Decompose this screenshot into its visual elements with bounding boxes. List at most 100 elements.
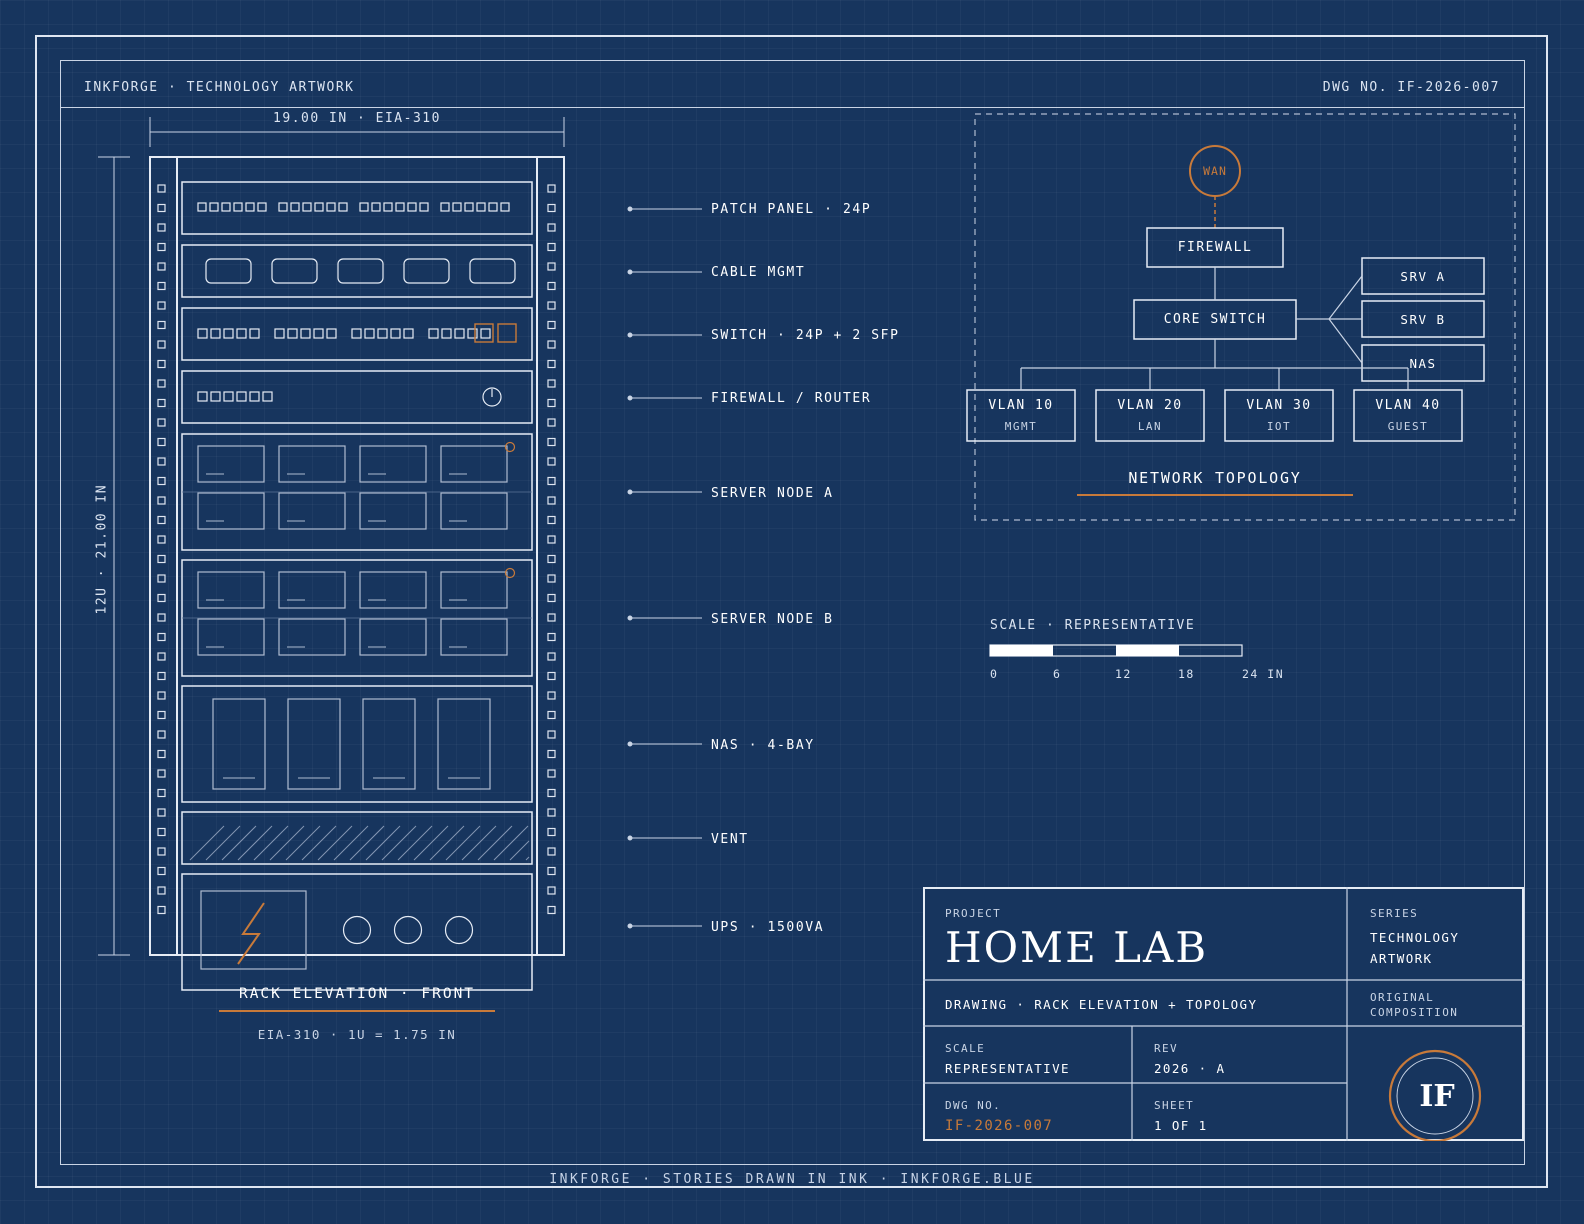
sheet-label: SHEET	[1154, 1099, 1195, 1112]
rail-hole-right	[547, 359, 556, 369]
nas-bay	[212, 698, 266, 790]
rail-hole-left	[157, 262, 166, 271]
topology-title: NETWORK TOPOLOGY	[1128, 469, 1302, 487]
unit-label-vent: VENT	[711, 832, 749, 847]
rail-hole-left	[157, 593, 166, 603]
vent-slat	[205, 825, 241, 861]
patch-port	[419, 202, 429, 212]
rail-hole-right	[547, 281, 556, 291]
rail-hole-right	[547, 691, 556, 700]
rail-hole-right	[547, 262, 556, 271]
rail-hole-right	[547, 476, 556, 486]
server-node-nas: NAS	[1409, 356, 1437, 371]
patch-port	[440, 202, 450, 212]
rail-hole-left	[157, 613, 166, 622]
dwg-value: IF-2026-007	[945, 1118, 1054, 1134]
rail-hole-left	[157, 535, 166, 544]
switch-port	[441, 328, 452, 339]
rail-hole-left	[157, 281, 166, 291]
scale-title: SCALE · REPRESENTATIVE	[990, 618, 1196, 633]
firewall-port	[236, 391, 247, 402]
sheet-value: 1 OF 1	[1154, 1118, 1208, 1133]
vent-slat	[285, 825, 321, 861]
switch-port	[326, 328, 337, 339]
rail-hole-right	[547, 749, 556, 759]
status-led	[504, 567, 516, 579]
seal-inner-ring	[1396, 1057, 1474, 1135]
drive-bay	[440, 445, 508, 483]
rack-unit-6	[181, 685, 533, 803]
switch-port	[467, 328, 478, 339]
firewall-port	[262, 391, 273, 402]
inner-frame	[60, 60, 1525, 1165]
vent-slat	[381, 825, 417, 861]
lightning-icon	[237, 902, 265, 965]
drive-bay	[440, 618, 508, 656]
vent-slat	[445, 825, 481, 861]
rail-hole-left	[157, 457, 166, 466]
rail-hole-right	[547, 632, 556, 642]
drive-bay	[197, 618, 265, 656]
server-node-srv-a: SRV A	[1400, 269, 1446, 284]
footer-text: INKFORGE · STORIES DRAWN IN INK · INKFOR…	[549, 1172, 1035, 1187]
patch-port	[257, 202, 267, 212]
rail-hole-right	[547, 593, 556, 603]
leader-dot	[627, 835, 633, 841]
rail-hole-left	[157, 866, 166, 876]
rail-hole-left	[157, 847, 166, 856]
sfp-port	[474, 323, 494, 343]
patch-port	[359, 202, 369, 212]
patch-port	[278, 202, 288, 212]
scale-tick-24: 24 IN	[1242, 667, 1285, 681]
leader-dot	[627, 615, 633, 621]
rail-hole-right	[547, 788, 556, 798]
rail-hole-right	[547, 613, 556, 622]
rail-hole-left	[157, 320, 166, 330]
vent-slat	[221, 825, 257, 861]
unit-label-switch: SWITCH · 24P + 2 SFP	[711, 328, 900, 343]
cable-ring	[271, 258, 318, 284]
leader-dot	[627, 489, 633, 495]
vent-slat	[333, 825, 369, 861]
rail-hole-right	[547, 905, 556, 915]
switch-port	[428, 328, 439, 339]
rail-hole-left	[157, 437, 166, 447]
rack-unit-1	[181, 244, 533, 298]
vent-slat	[253, 825, 289, 861]
patch-port	[488, 202, 498, 212]
patch-port	[476, 202, 486, 212]
vent-slat	[525, 856, 530, 861]
patch-port	[383, 202, 393, 212]
unit-label-server-a: SERVER NODE A	[711, 486, 834, 501]
scale-value: REPRESENTATIVE	[945, 1061, 1070, 1076]
server-node-srv-b: SRV B	[1400, 312, 1446, 327]
vent-slat	[349, 825, 385, 861]
drive-bay	[197, 445, 265, 483]
rack-title: RACK ELEVATION · FRONT	[238, 986, 476, 1002]
header-left-text: INKFORGE · TECHNOLOGY ARTWORK	[84, 80, 355, 95]
leader-dot	[627, 741, 633, 747]
rail-hole-left	[157, 301, 166, 310]
patch-port	[197, 202, 207, 212]
vent-slat	[509, 840, 530, 861]
original-line-1: ORIGINAL	[1370, 991, 1435, 1004]
unit-label-nas: NAS · 4-BAY	[711, 738, 815, 753]
drive-bay	[278, 492, 346, 530]
drive-bay	[278, 618, 346, 656]
rack-unit-0	[181, 181, 533, 235]
status-led	[504, 441, 516, 453]
leader-dot	[627, 395, 633, 401]
header-right-text: DWG NO. IF-2026-007	[1322, 80, 1500, 95]
unit-label-firewall: FIREWALL / ROUTER	[711, 391, 872, 406]
project-title: HOME LAB	[945, 923, 1209, 972]
vent-slat	[493, 825, 529, 861]
switch-port	[480, 328, 491, 339]
vent-slat	[413, 825, 449, 861]
vlan-30-tag: IOT	[1266, 420, 1292, 433]
patch-port	[233, 202, 243, 212]
patch-port	[326, 202, 336, 212]
rail-hole-right	[547, 340, 556, 349]
patch-port	[371, 202, 381, 212]
project-label: PROJECT	[945, 907, 1002, 920]
